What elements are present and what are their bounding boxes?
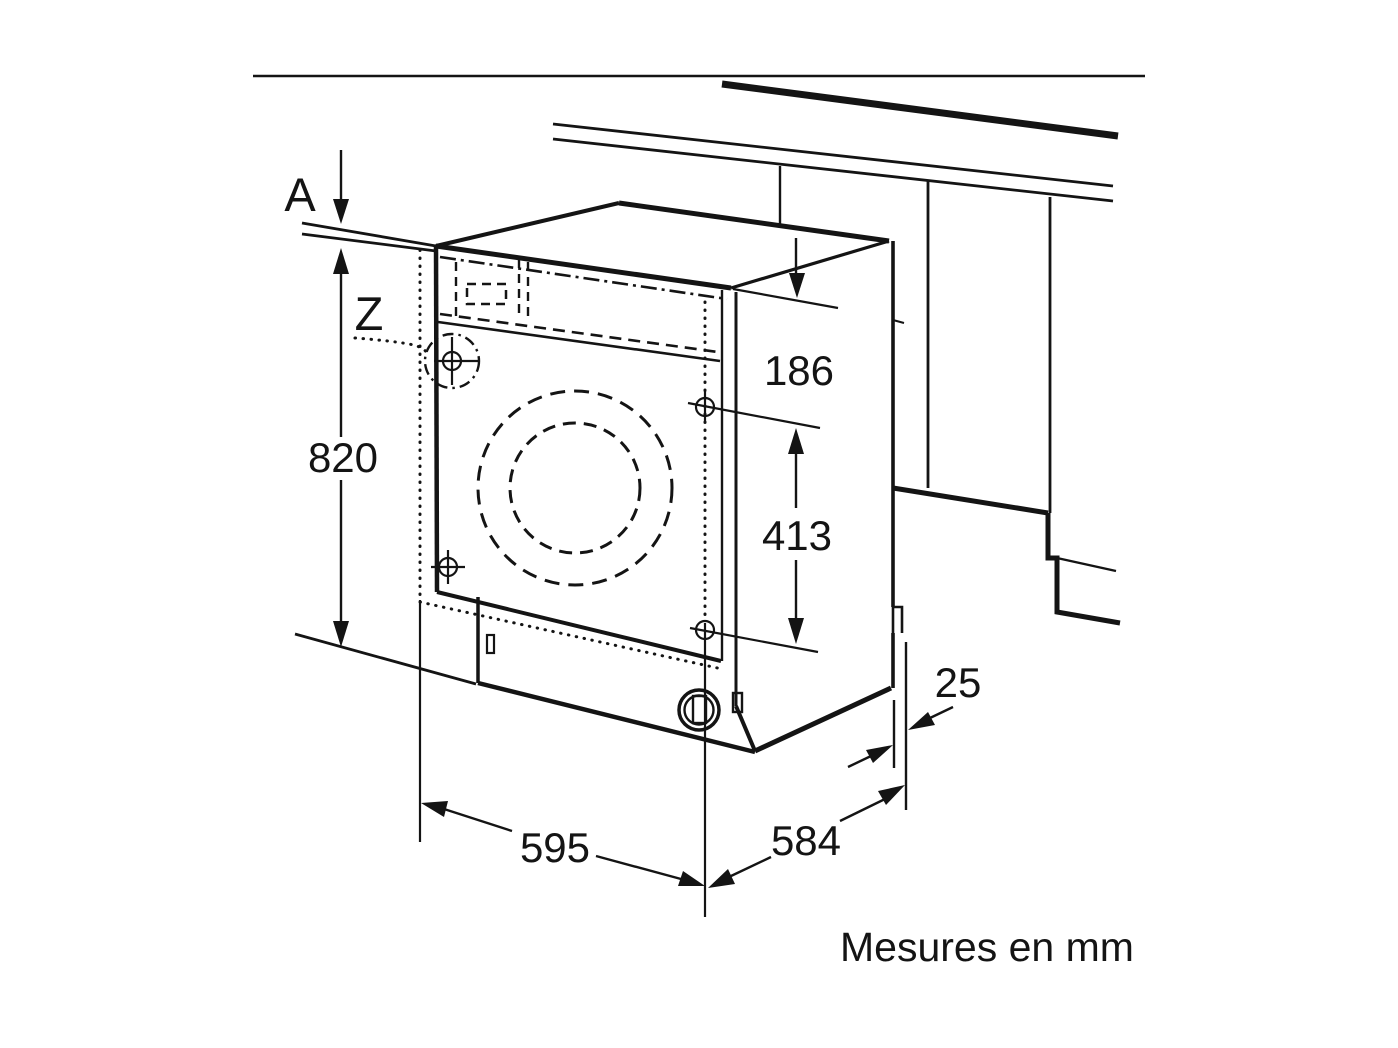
side-panel-clip [731, 691, 744, 714]
plinth [476, 597, 756, 755]
dimension-depth: 584 [708, 785, 905, 888]
value-413: 413 [762, 512, 832, 559]
dimension-hinge-top-offset: 186 [687, 166, 839, 430]
callout-z: Z [353, 287, 429, 355]
mounting-hole-bottom-left [431, 550, 465, 584]
pump-access [677, 688, 721, 732]
adjacent-cabinet [892, 181, 1121, 626]
label-z: Z [355, 287, 384, 340]
door-porthole [476, 389, 674, 587]
dimension-niche-height: 820 [308, 248, 378, 647]
callout-a: A [284, 150, 349, 224]
mounting-hole-top-left [423, 332, 481, 390]
label-a: A [284, 168, 316, 221]
units-note: Mesures en mm [840, 924, 1134, 970]
dimension-width: 595 [418, 600, 707, 917]
floor-line [294, 632, 477, 686]
value-25: 25 [935, 659, 982, 706]
value-584: 584 [771, 817, 841, 864]
value-595: 595 [520, 824, 590, 871]
value-820: 820 [308, 434, 378, 481]
plinth-clip [485, 633, 496, 655]
dimension-rear-gap: 25 [847, 642, 982, 810]
appliance-outline [433, 200, 905, 754]
handle-recess [465, 282, 508, 306]
front-panel-details [437, 255, 728, 363]
niche-dotted-outline [418, 248, 724, 671]
value-186: 186 [764, 347, 834, 394]
worktop [301, 80, 1119, 253]
dimension-hinge-hole-spacing: 413 [689, 428, 832, 654]
